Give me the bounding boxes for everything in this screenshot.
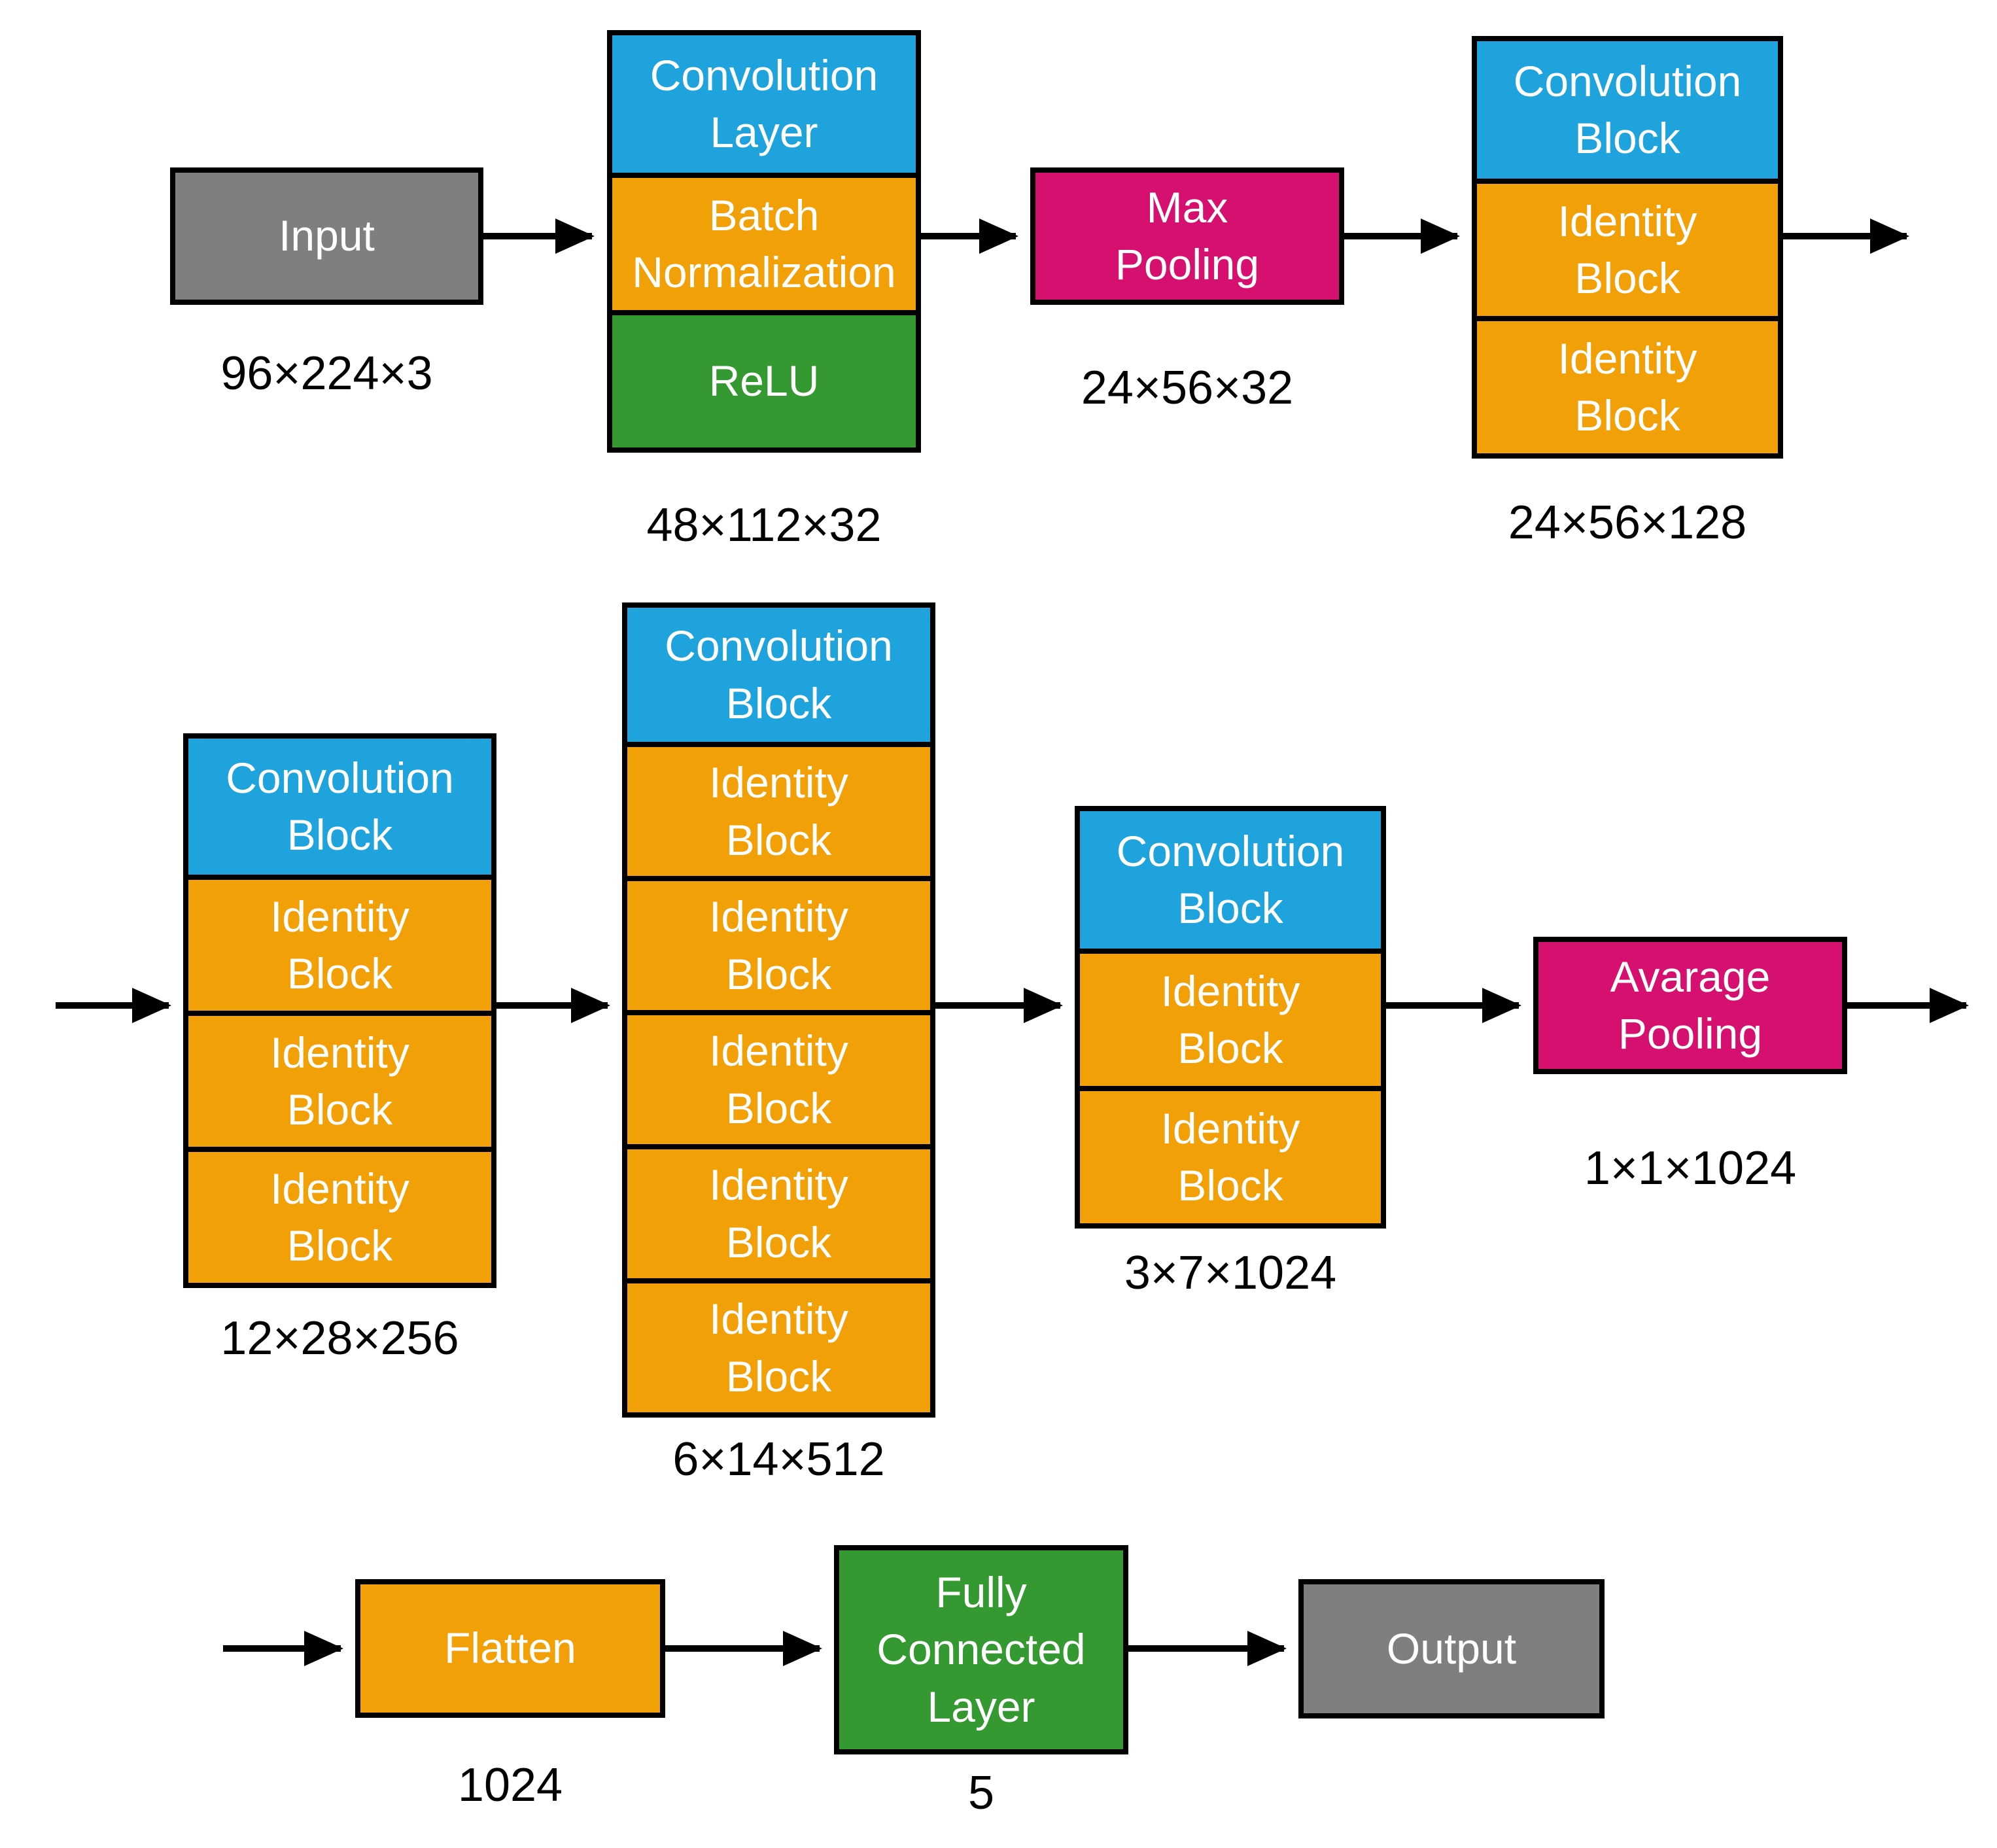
output-box: Output [1298, 1579, 1605, 1718]
stage3-identity-block-3: Identity Block [627, 1010, 930, 1144]
stage4-dim-label: 3×7×1024 [1124, 1247, 1337, 1299]
stem-relu: ReLU [612, 310, 916, 447]
stem-convolution-layer-label: Convolution Layer [650, 50, 878, 156]
max-pooling-label: Max Pooling [1115, 183, 1260, 288]
stage2-convolution-block: Convolution Block [188, 739, 491, 875]
stage3-dim-label: 6×14×512 [672, 1433, 885, 1486]
max-pooling-dim-label: 24×56×32 [1081, 362, 1294, 414]
stage3-identity-block-4: Identity Block [627, 1144, 930, 1278]
stem-batch-normalization-label: Batch Normalization [632, 190, 896, 296]
stage4-stack: Convolution Block Identity Block Identit… [1075, 806, 1386, 1229]
fully-connected-box: Fully Connected Layer [834, 1545, 1128, 1754]
stage3-convolution-block-label: Convolution Block [665, 621, 893, 727]
stage3-identity-block-2: Identity Block [627, 876, 930, 1010]
stage2-identity-block-3: Identity Block [188, 1147, 491, 1283]
stem-dim-label: 48×112×32 [646, 499, 882, 551]
stage2-stack: Convolution Block Identity Block Identit… [183, 733, 496, 1288]
output-label: Output [1386, 1624, 1517, 1673]
stage3-identity-block-1-label: Identity Block [709, 758, 848, 864]
stage4-identity-block-1: Identity Block [1080, 949, 1381, 1086]
stage2-identity-block-3-label: Identity Block [270, 1164, 409, 1270]
stage1-identity-block-1: Identity Block [1477, 179, 1778, 316]
stage2-identity-block-1-label: Identity Block [270, 892, 409, 998]
stage4-convolution-block-label: Convolution Block [1116, 826, 1345, 932]
stage2-identity-block-2-label: Identity Block [270, 1028, 409, 1134]
stage1-identity-block-2-label: Identity Block [1557, 334, 1697, 440]
stage1-stack: Convolution Block Identity Block Identit… [1472, 36, 1783, 459]
stage3-identity-block-2-label: Identity Block [709, 892, 848, 998]
max-pooling-box: Max Pooling [1030, 167, 1344, 305]
flatten-box: Flatten [355, 1579, 665, 1718]
stage3-convolution-block: Convolution Block [627, 608, 930, 742]
stem-convolution-layer: Convolution Layer [612, 35, 916, 173]
stage2-identity-block-2: Identity Block [188, 1011, 491, 1147]
stage3-identity-block-5: Identity Block [627, 1278, 930, 1412]
stage1-convolution-block: Convolution Block [1477, 41, 1778, 179]
stage1-identity-block-1-label: Identity Block [1557, 196, 1697, 302]
stage3-stack: Convolution Block Identity Block Identit… [622, 602, 935, 1418]
fully-connected-dim-label: 5 [967, 1767, 995, 1819]
average-pooling-dim-label: 1×1×1024 [1584, 1142, 1797, 1194]
flatten-label: Flatten [444, 1624, 576, 1673]
stage2-dim-label: 12×28×256 [220, 1312, 459, 1365]
stage3-identity-block-5-label: Identity Block [709, 1295, 848, 1401]
fully-connected-label: Fully Connected Layer [877, 1568, 1086, 1731]
stem-batch-normalization: Batch Normalization [612, 173, 916, 310]
stage3-identity-block-1: Identity Block [627, 742, 930, 876]
stage4-identity-block-2: Identity Block [1080, 1086, 1381, 1223]
stage3-identity-block-3-label: Identity Block [709, 1026, 848, 1132]
input-dim-label: 96×224×3 [220, 347, 433, 400]
input-label: Input [279, 211, 375, 260]
flatten-dim-label: 1024 [457, 1759, 563, 1811]
stage1-identity-block-2: Identity Block [1477, 316, 1778, 453]
stage2-identity-block-1: Identity Block [188, 875, 491, 1011]
input-box: Input [170, 167, 483, 305]
average-pooling-label: Avarage Pooling [1610, 952, 1771, 1058]
stage4-identity-block-1-label: Identity Block [1160, 966, 1300, 1072]
stage1-convolution-block-label: Convolution Block [1513, 56, 1742, 162]
stage3-identity-block-4-label: Identity Block [709, 1160, 848, 1266]
stage1-dim-label: 24×56×128 [1508, 497, 1747, 549]
stage4-identity-block-2-label: Identity Block [1160, 1104, 1300, 1210]
stage2-convolution-block-label: Convolution Block [226, 753, 454, 859]
average-pooling-box: Avarage Pooling [1533, 937, 1847, 1074]
stem-stack: Convolution Layer Batch Normalization Re… [607, 30, 921, 453]
stem-relu-label: ReLU [708, 357, 820, 406]
stage4-convolution-block: Convolution Block [1080, 811, 1381, 949]
